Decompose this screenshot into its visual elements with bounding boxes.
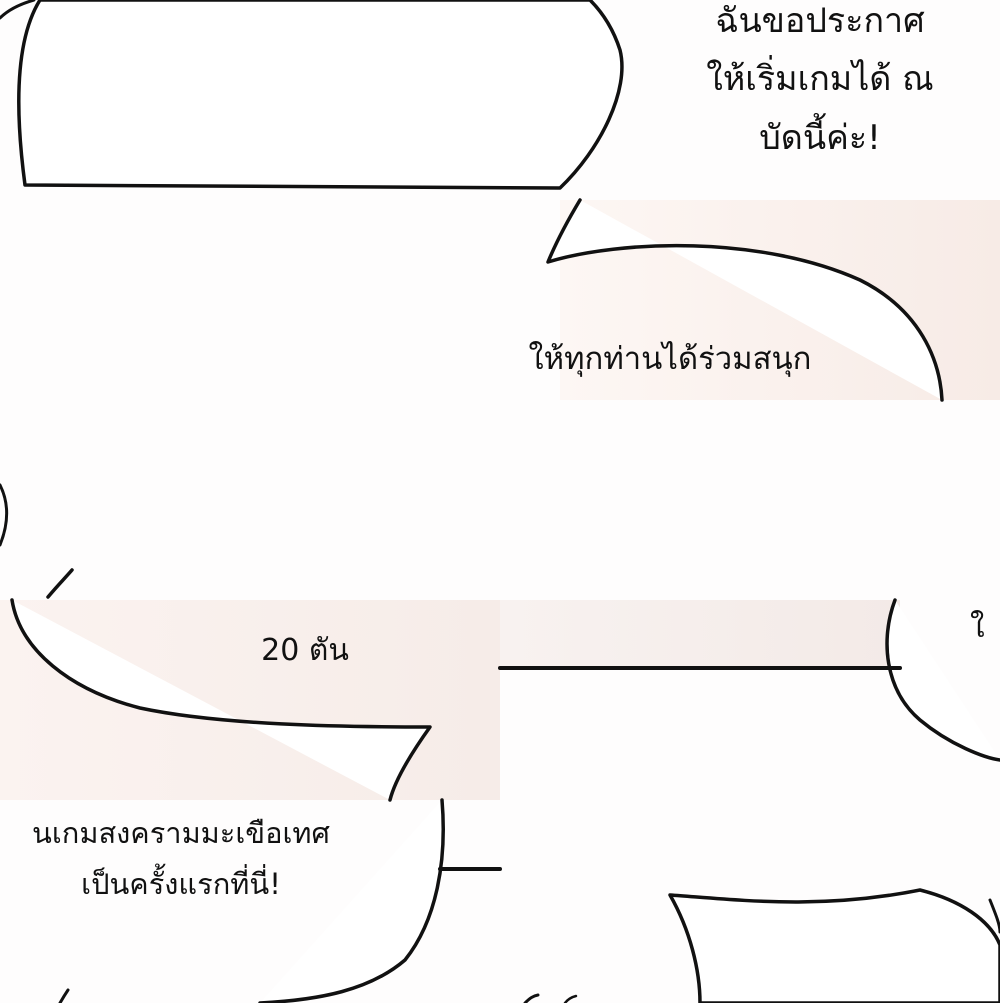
speech-bubble-bottom-left-lower	[258, 798, 445, 1003]
bubble-fragment-bottom-center-2	[563, 994, 578, 1003]
bubble-fragment-right-edge	[988, 898, 1000, 934]
speech-bubble-bottom-left-upper	[10, 598, 432, 802]
speech-bubble-top-left	[17, 0, 624, 190]
speech-line: ให้ทุกท่านได้ร่วมสนุก	[528, 341, 812, 377]
speech-text-bottom-right-upper: ใ	[970, 605, 1000, 652]
speech-line: ให้เริ่มเกมได้ ณ	[706, 59, 934, 100]
speech-line: นเกมสงครามมะเขือเทศ	[32, 816, 330, 850]
speech-line: ฉันขอประกาศ	[715, 1, 925, 41]
speech-text-bottom-left-lower: นเกมสงครามมะเขือเทศ เป็นครั้งแรกที่นี่!	[0, 808, 366, 910]
speech-line: เป็นครั้งแรกที่นี่!	[81, 866, 281, 901]
speech-bubble-bottom-right-upper	[885, 598, 1000, 762]
background-tint-bottom-right	[500, 600, 900, 666]
speech-bubble-bottom-right-lower	[668, 888, 1000, 1003]
speech-text-bottom-left-upper: 20 ตัน	[230, 628, 380, 675]
hair-stroke-top-left	[0, 0, 36, 20]
speech-text-middle: ให้ทุกท่านได้ร่วมสนุก	[490, 335, 850, 383]
speech-line: ใ	[970, 610, 985, 645]
hair-stroke-left-2	[46, 568, 74, 599]
hair-stroke-left-1	[0, 483, 9, 547]
speech-text-top-right: ฉันขอประกาศ ให้เริ่มเกมได้ ณ บัดนี้ค่ะ!	[665, 0, 975, 167]
bubble-fragment-bottom-left-edge	[58, 988, 70, 1003]
bubble-fragment-bottom-center	[523, 993, 540, 1003]
speech-line: บัดนี้ค่ะ!	[759, 117, 881, 158]
speech-bubble-middle	[546, 198, 944, 402]
speech-line: 20 ตัน	[261, 633, 349, 668]
background-tint-bottom-left	[0, 600, 500, 800]
